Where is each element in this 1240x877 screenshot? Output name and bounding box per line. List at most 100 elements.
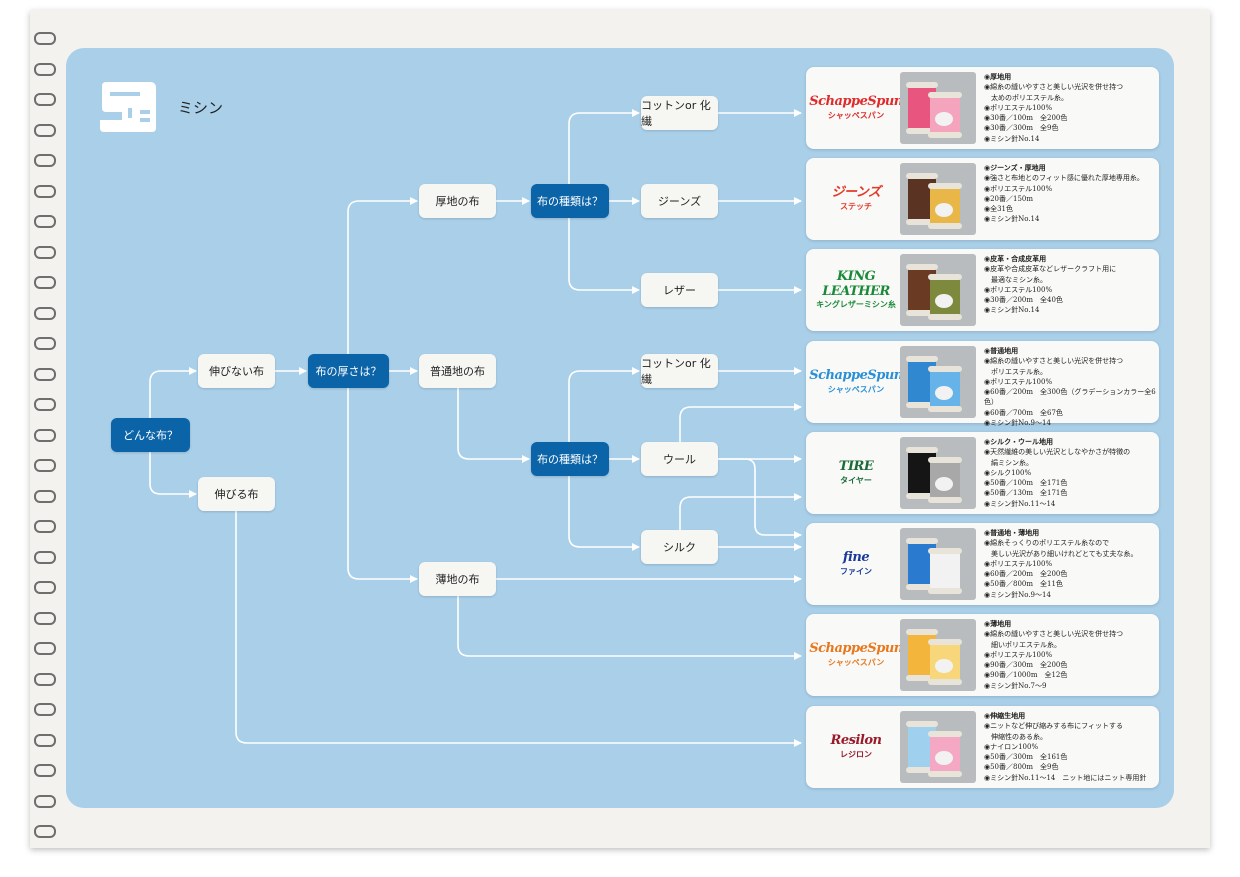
brand-name: fine [842, 550, 870, 566]
node-jeans: ジーンズ [641, 184, 718, 218]
description-line: 最適なミシン糸。 [984, 275, 1047, 284]
description-line: 伸縮性のある糸。 [984, 732, 1047, 741]
description-line: 絹ミシン糸。 [984, 458, 1033, 467]
thread-spool [928, 274, 962, 320]
binder-ring [34, 367, 56, 381]
thread-spool-photo [900, 254, 976, 326]
thread-spool [928, 639, 962, 685]
binder-ring [34, 306, 56, 320]
binder-ring [34, 611, 56, 625]
description-line: 細いポリエステル糸。 [984, 640, 1061, 649]
brand-name: SchappeSpun [809, 368, 903, 384]
binder-ring [34, 489, 56, 503]
description-line: ◉ポリエステル100% [984, 285, 1053, 294]
connector [347, 197, 418, 354]
brand-subname: ファイン [840, 566, 872, 576]
binder-ring [34, 154, 56, 167]
description-line: ◉90番／1000m 全12色 [984, 671, 1068, 680]
product-description: ◉普通地用◉綿糸の縫いやすさと美しい光沢を併せ持つ ポリエステル糸。◉ポリエステ… [984, 346, 1156, 428]
brand-subname: シャッペスパン [827, 657, 885, 667]
description-line: ◉シルク100% [984, 468, 1032, 477]
page-title: ミシン [178, 98, 224, 117]
brand-name: TIRE [838, 459, 874, 475]
product-description: ◉伸縮生地用◉ニットなど伸び縮みする布にフィットする 伸縮性のある糸。◉ナイロン… [984, 711, 1156, 783]
description-line: 太めのポリエステル糸。 [984, 93, 1068, 102]
binder-ring [34, 276, 56, 289]
binder-ring [34, 337, 56, 350]
description-line: ◉20番／150m [984, 194, 1034, 203]
binder-ring [34, 93, 56, 106]
node-thickness-question: 布の厚さは？ [308, 354, 389, 388]
connector [149, 452, 197, 498]
description-line: ◉皮革・合成皮革用 [984, 254, 1047, 263]
brand-name: SchappeSpun [809, 94, 903, 110]
thread-spool [928, 92, 962, 138]
binder-ring [34, 398, 56, 411]
binder-ring [34, 672, 56, 686]
binder-ring [34, 428, 56, 442]
binder-ring [34, 642, 56, 655]
product-description: ◉皮革・合成皮革用 ◉皮革や合成皮革などレザークラフト用に 最適なミシン糸。◉ポリ… [984, 254, 1156, 316]
description-line: ◉普通地用 [984, 346, 1019, 355]
connector [568, 109, 640, 184]
brand-subname: シャッペスパン [827, 384, 885, 394]
node-cotton-2: コットンor 化繊 [641, 354, 718, 388]
brand-name: SchappeSpun [809, 641, 903, 657]
description-line: ◉ポリエステル100% [984, 650, 1053, 659]
thread-spool [928, 183, 962, 229]
brand-subname: レジロン [840, 749, 872, 759]
connector [149, 367, 197, 418]
sewing-machine-icon [100, 82, 156, 132]
description-line: ◉皮革や合成皮革などレザークラフト用に [984, 265, 1117, 274]
description-line: ◉ミシン針No.7～9 [984, 681, 1047, 690]
node-thick-fabric: 厚地の布 [419, 184, 496, 218]
node-type-question-2: 布の種類は？ [531, 442, 609, 476]
description-line: ◉シルク・ウール地用 [984, 437, 1053, 446]
description-line: ◉ポリエステル100% [984, 184, 1053, 193]
description-line: ◉50番／100m 全171色 [984, 479, 1068, 488]
node-non-stretch: 伸びない布 [198, 354, 275, 388]
binder-ring [34, 825, 56, 838]
description-line: ◉ポリエステル100% [984, 377, 1053, 386]
binder-ring [34, 32, 56, 45]
description-line: ◉60番／700m 全67色 [984, 408, 1063, 417]
brand-subname: シャッペスパン [827, 110, 885, 120]
description-line: ◉綿糸の縫いやすさと美しい光沢を併せ持つ [984, 357, 1124, 366]
connector [568, 476, 640, 551]
description-line: ◉ミシン針No.9～14 [984, 419, 1051, 428]
brand-subname: ステッチ [840, 201, 872, 211]
brand-name: ジーンズ [831, 185, 881, 201]
description-line: ◉50番／300m 全161色 [984, 753, 1068, 762]
section-header: ミシン [98, 80, 223, 134]
brand-subname: タイヤー [840, 475, 872, 485]
binder-ring [34, 123, 56, 137]
node-wool: ウール [641, 442, 718, 476]
binder-ring [34, 62, 56, 76]
description-line: ◉50番／130m 全171色 [984, 489, 1068, 498]
thread-spool-photo [900, 437, 976, 509]
connector [347, 388, 418, 583]
node-type-question-1: 布の種類は？ [531, 184, 609, 218]
description-line: ◉ミシン針No.14 [984, 306, 1040, 315]
thread-spool [928, 731, 962, 777]
thread-spool [928, 548, 962, 594]
description-line: ◉天然繊維の美しい光沢としなやかさが特徴の [984, 448, 1131, 457]
description-line: ◉90番／300m 全200色 [984, 661, 1068, 670]
brand-subname: キングレザーミシン糸 [816, 299, 896, 309]
thread-spool-photo [900, 711, 976, 783]
connector [457, 388, 530, 463]
brand-name: KING LEATHER [822, 269, 890, 299]
description-line: ◉全31色 [984, 205, 1014, 214]
brand-logo: ジーンズステッチ [812, 172, 900, 226]
description-line: ◉ミシン針No.14 [984, 215, 1040, 224]
thread-spool-photo [900, 163, 976, 235]
